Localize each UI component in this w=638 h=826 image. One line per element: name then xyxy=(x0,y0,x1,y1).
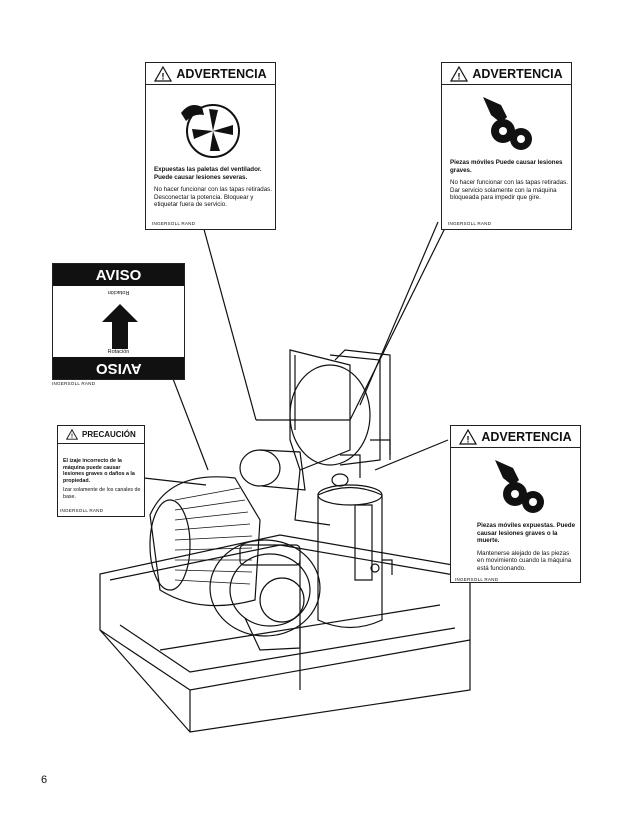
svg-text:!: ! xyxy=(162,71,165,81)
label-bold-text: Expuestas las paletas del ventilador. Pu… xyxy=(154,166,262,181)
label-title: ADVERTENCIA xyxy=(472,66,563,81)
svg-text:!: ! xyxy=(467,434,470,444)
label-header: ! PRECAUCIÓN xyxy=(58,426,144,444)
notice-title-mirrored: AVISO xyxy=(95,359,142,377)
warning-triangle-icon: ! xyxy=(154,65,173,82)
warning-triangle-icon: ! xyxy=(459,428,478,445)
label-body-text: Izar solamente de los canales de base. xyxy=(63,487,141,500)
gear-warning-label-top: ! ADVERTENCIA Piezas móviles Puede causa… xyxy=(441,62,572,230)
warning-triangle-icon: ! xyxy=(450,65,469,82)
caution-label: ! PRECAUCIÓN El izaje incorrecto de la m… xyxy=(57,425,145,517)
arrow-label: Rotación xyxy=(107,349,130,355)
svg-text:!: ! xyxy=(458,71,461,81)
label-bold-text: Piezas móviles expuestas. Puede causar l… xyxy=(477,522,576,545)
leader-line xyxy=(374,439,449,471)
brand-mark: INGERSOLL RAND xyxy=(60,508,104,513)
label-header: ! ADVERTENCIA xyxy=(451,426,580,448)
leader-line xyxy=(359,221,439,406)
fan-warning-label: ! ADVERTENCIA Expuestas las paletas del … xyxy=(145,62,276,230)
label-header: ! ADVERTENCIA xyxy=(442,63,571,85)
gear-warning-label-right: ! ADVERTENCIA Piezas móviles expuestas. … xyxy=(450,425,581,583)
label-bold-text: Piezas móviles Puede causar lesiones gra… xyxy=(450,159,563,174)
label-title: PRECAUCIÓN xyxy=(82,430,136,439)
gear-pinch-hazard-icon xyxy=(483,97,532,150)
brand-mark: INGERSOLL RAND xyxy=(152,221,196,226)
leader-line xyxy=(201,221,257,421)
page-number: 6 xyxy=(41,774,48,786)
leader-line xyxy=(349,221,449,421)
svg-text:!: ! xyxy=(71,434,73,440)
label-body-text: No hacer funcionar con las tapas retirad… xyxy=(450,179,568,202)
label-title: ADVERTENCIA xyxy=(176,66,267,81)
fan-blade-hazard-icon xyxy=(181,104,240,158)
notice-header: AVISO xyxy=(53,264,184,286)
brand-mark: INGERSOLL RAND xyxy=(52,381,96,386)
brand-mark: INGERSOLL RAND xyxy=(448,221,492,226)
notice-title: AVISO xyxy=(95,266,142,284)
rotation-arrow-icon xyxy=(102,304,138,349)
label-bold-text: El izaje incorrecto de la máquina puede … xyxy=(63,458,135,484)
warning-triangle-icon: ! xyxy=(66,429,78,440)
label-header: ! ADVERTENCIA xyxy=(146,63,275,85)
leader-line xyxy=(143,477,207,486)
label-body-text: Mantenerse alejado de las piezas en movi… xyxy=(477,549,572,572)
label-body-text: No hacer funcionar con las tapas retirad… xyxy=(154,186,272,209)
mirrored-arrow-label: Rotación xyxy=(107,289,130,295)
brand-mark: INGERSOLL RAND xyxy=(455,577,499,582)
gear-pinch-hazard-icon xyxy=(495,460,544,513)
rotation-notice-label: AVISO Rotación Rotación AVISO xyxy=(52,263,185,380)
label-title: ADVERTENCIA xyxy=(481,429,572,444)
notice-footer-mirrored: AVISO xyxy=(53,357,184,379)
